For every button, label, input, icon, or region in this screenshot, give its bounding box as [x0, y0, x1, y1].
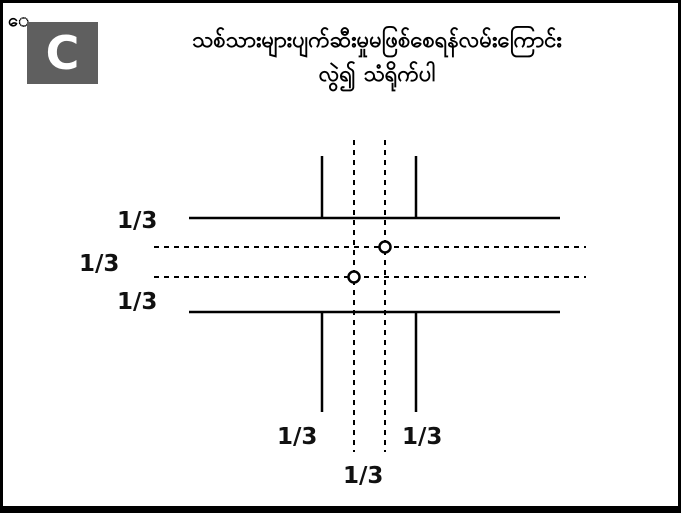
nail-lower-left [347, 270, 361, 284]
label-row-top: 1/3 [117, 208, 157, 234]
section-badge: C [27, 22, 98, 84]
nail-upper-right [378, 240, 392, 254]
corner-mark: ေ [8, 10, 30, 31]
title-line-1: သစ်သားများပျက်ဆီးမှုမဖြစ်စေရန်လမ်းကြောင်… [192, 28, 562, 53]
label-col-center: 1/3 [343, 463, 383, 489]
title-line-2: လွဲ၍ သံရိုက်ပါ [318, 62, 436, 87]
diagram-title: သစ်သားများပျက်ဆီးမှုမဖြစ်စေရန်လမ်းကြောင်… [112, 24, 642, 92]
label-row-bottom: 1/3 [117, 289, 157, 315]
label-col-right: 1/3 [402, 424, 442, 450]
label-row-middle: 1/3 [79, 251, 119, 277]
label-col-left: 1/3 [277, 424, 317, 450]
